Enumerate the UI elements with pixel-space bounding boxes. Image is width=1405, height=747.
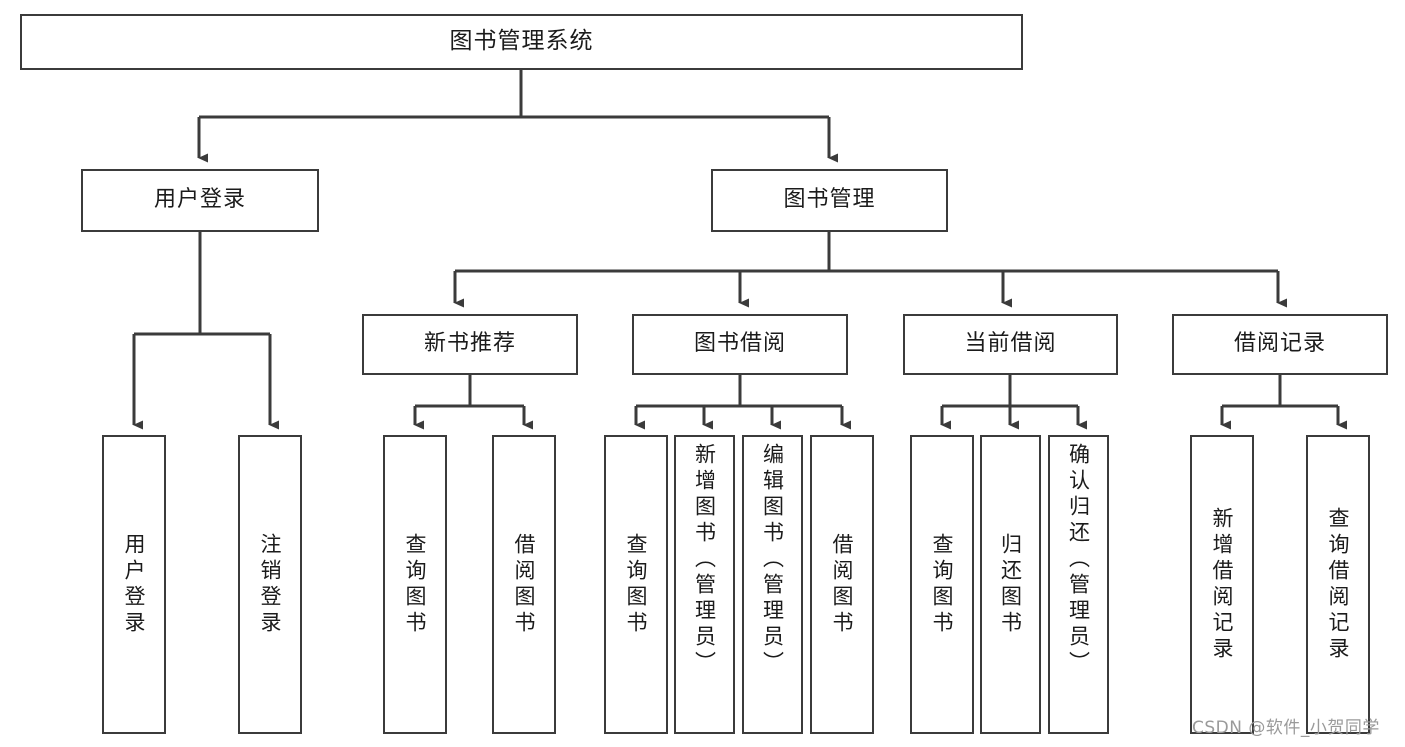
node-borrow-record[interactable]: 借阅记录 <box>1172 314 1388 375</box>
node-label: 图书管理系统 <box>449 28 594 55</box>
node-label: 图书管理 <box>783 187 876 213</box>
leaf-user-login[interactable]: 用户登录 <box>102 435 166 734</box>
node-label: 用户登录 <box>153 187 246 213</box>
leaf-search-book-borrow[interactable]: 查询图书 <box>604 435 668 734</box>
leaf-user-logout[interactable]: 注销登录 <box>238 435 302 734</box>
node-new-book-recommend[interactable]: 新书推荐 <box>362 314 578 375</box>
node-label: 查询借阅记录 <box>1326 506 1351 663</box>
leaf-return-book[interactable]: 归还图书 <box>980 435 1041 734</box>
node-user-login[interactable]: 用户登录 <box>81 169 319 232</box>
node-label: 归还图书 <box>998 532 1023 637</box>
node-label: 用户登录 <box>122 532 147 637</box>
node-current-borrow[interactable]: 当前借阅 <box>903 314 1118 375</box>
node-label: 查询图书 <box>403 532 428 637</box>
node-book-borrow[interactable]: 图书借阅 <box>632 314 848 375</box>
leaf-borrow-book[interactable]: 借阅图书 <box>810 435 874 734</box>
leaf-edit-book-admin[interactable]: 编辑图书（管理员） <box>742 435 803 734</box>
node-label: 新书推荐 <box>423 331 516 357</box>
leaf-search-book-recommend[interactable]: 查询图书 <box>383 435 447 734</box>
watermark-text: CSDN @软件_小贺同学 <box>1192 718 1380 738</box>
node-label: 当前借阅 <box>964 331 1057 357</box>
node-root-system[interactable]: 图书管理系统 <box>20 14 1023 70</box>
node-book-management[interactable]: 图书管理 <box>711 169 948 232</box>
node-label: 查询图书 <box>930 532 955 637</box>
node-label: 新增借阅记录 <box>1210 506 1235 663</box>
node-label: 编辑图书（管理员） <box>760 443 785 677</box>
node-label: 借阅记录 <box>1233 331 1326 357</box>
node-label: 借阅图书 <box>830 532 855 637</box>
node-label: 查询图书 <box>624 532 649 637</box>
leaf-confirm-return-admin[interactable]: 确认归还（管理员） <box>1048 435 1109 734</box>
leaf-add-borrow-record[interactable]: 新增借阅记录 <box>1190 435 1254 734</box>
leaf-search-book-current[interactable]: 查询图书 <box>910 435 974 734</box>
leaf-borrow-book-recommend[interactable]: 借阅图书 <box>492 435 556 734</box>
node-label: 图书借阅 <box>693 331 786 357</box>
node-label: 借阅图书 <box>512 532 537 637</box>
leaf-add-book-admin[interactable]: 新增图书（管理员） <box>674 435 735 734</box>
node-label: 注销登录 <box>258 532 283 637</box>
leaf-search-borrow-record[interactable]: 查询借阅记录 <box>1306 435 1370 734</box>
node-label: 确认归还（管理员） <box>1066 443 1091 677</box>
node-label: 新增图书（管理员） <box>692 443 717 677</box>
